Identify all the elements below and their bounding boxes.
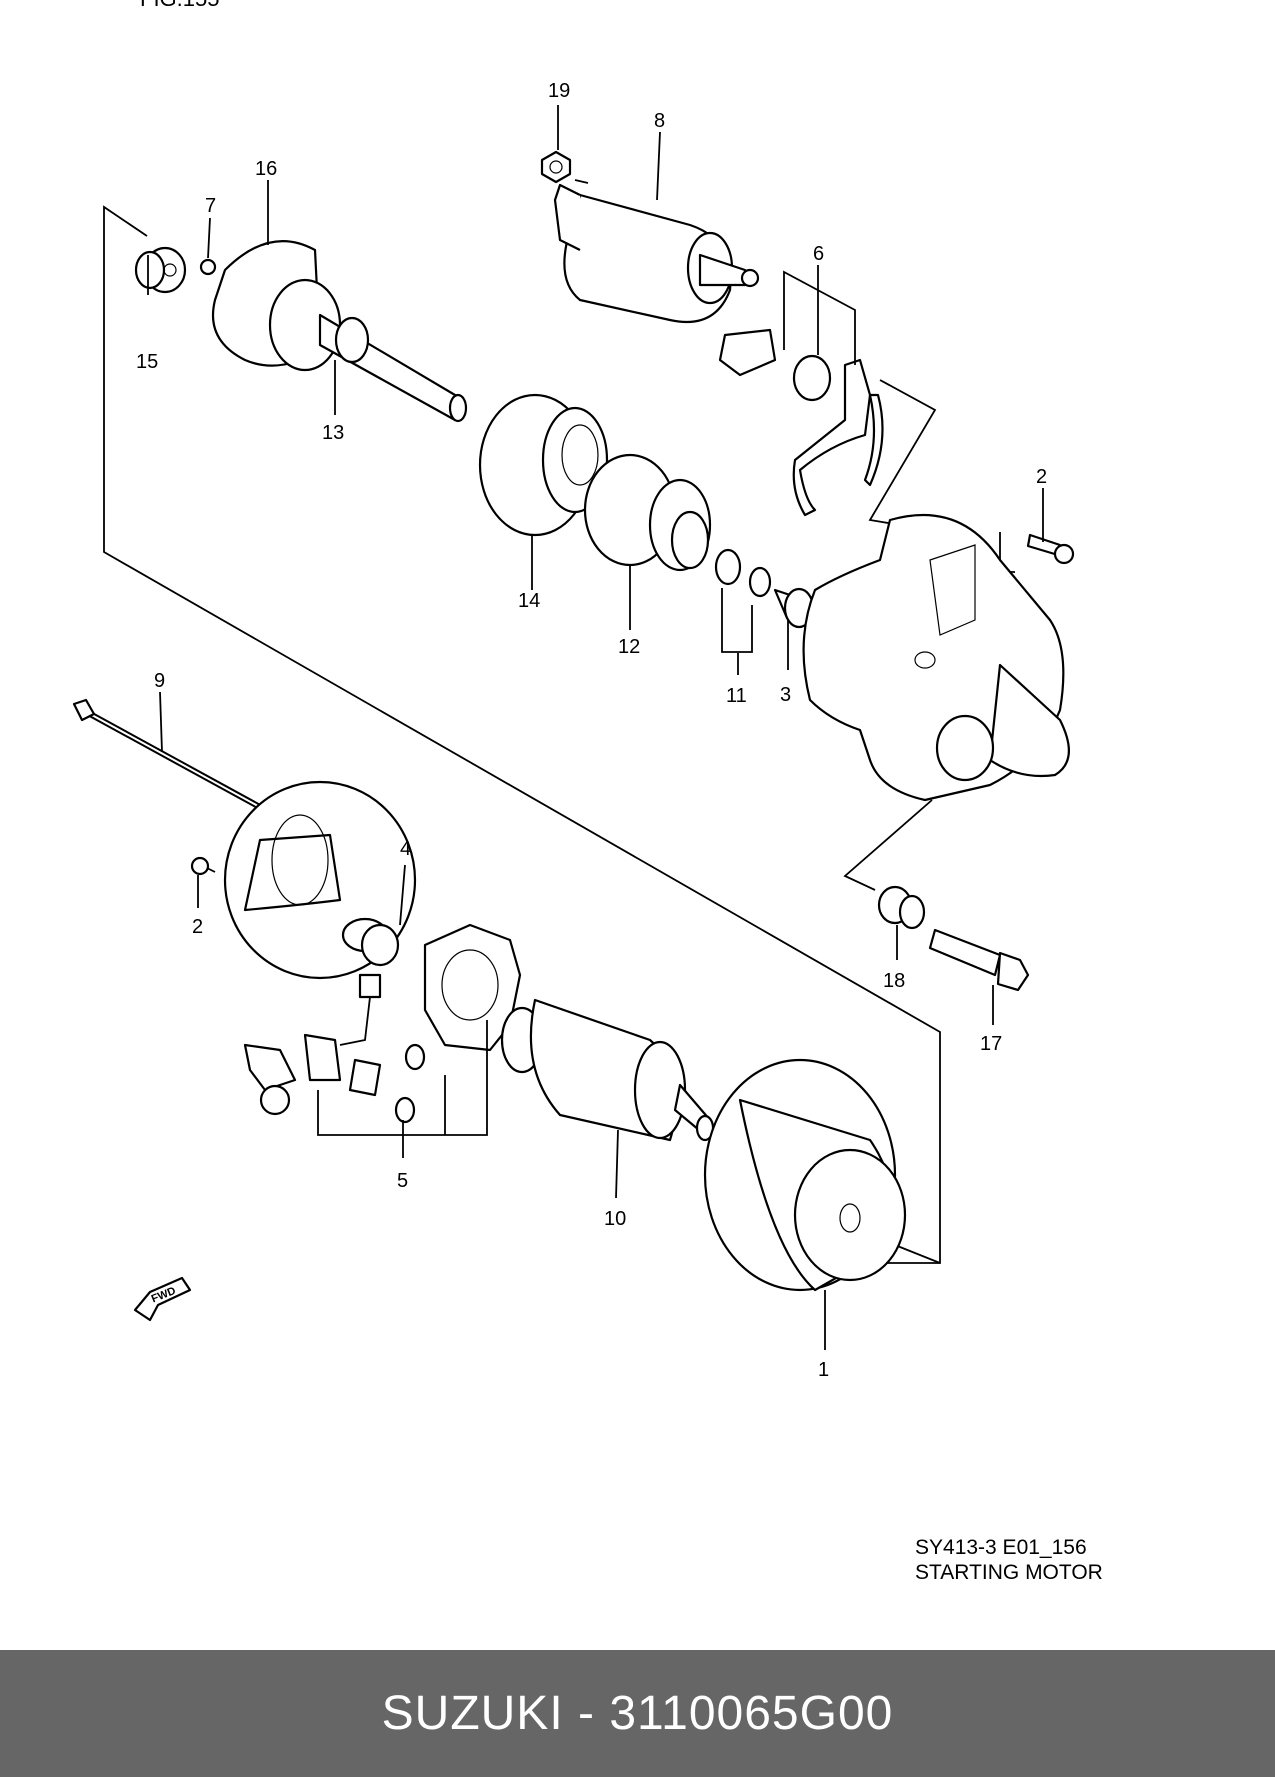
callout-6: 6 xyxy=(813,243,824,265)
callout-14: 14 xyxy=(518,590,540,612)
part-1-yoke[interactable] xyxy=(703,1058,907,1292)
part-7-ball[interactable] xyxy=(199,258,217,276)
part-14-housing[interactable] xyxy=(478,393,609,537)
lever-leader-2 xyxy=(868,379,937,526)
starter-drive-housing[interactable] xyxy=(802,513,1070,802)
callout-2-upper: 2 xyxy=(1036,466,1047,488)
callout-15: 15 xyxy=(136,351,158,373)
exploded-view-drawing: FWD 19 8 1 xyxy=(72,80,1075,1381)
callout-16: 16 xyxy=(255,158,277,180)
callout-labels: 19 8 16 7 6 15 13 2 14 12 11 3 9 4 2 18 … xyxy=(136,80,1047,1381)
callout-leaders xyxy=(147,105,1044,1350)
callout-11: 11 xyxy=(726,685,747,707)
callout-2-lower: 2 xyxy=(192,916,203,938)
diagram-code: SY413-3 E01_156 xyxy=(915,1536,1087,1559)
callout-10: 10 xyxy=(604,1208,626,1230)
part-11-rings[interactable] xyxy=(714,548,772,598)
callout-13: 13 xyxy=(322,422,344,444)
footer-part-number: SUZUKI - 3110065G00 xyxy=(381,1687,894,1740)
part-2-bolt-upper[interactable] xyxy=(1026,533,1075,565)
group-frame-upper xyxy=(103,205,941,1264)
footer-bar: SUZUKI - 3110065G00 xyxy=(0,1650,1275,1777)
lever-leader xyxy=(783,270,856,365)
part-19-nut[interactable] xyxy=(540,150,572,184)
part-10-armature[interactable] xyxy=(500,998,715,1142)
callout-4: 4 xyxy=(400,838,411,860)
callout-19: 19 xyxy=(548,80,570,102)
part-18-bushing[interactable] xyxy=(877,885,926,930)
diagram-title: STARTING MOTOR xyxy=(915,1561,1103,1584)
callout-12: 12 xyxy=(618,636,640,658)
rings-leader xyxy=(721,588,753,653)
header-fragment: FIG.155 xyxy=(140,0,219,12)
part-9-through-bolt[interactable] xyxy=(72,698,260,809)
fwd-arrow-icon: FWD xyxy=(133,1276,192,1322)
part-8-solenoid[interactable] xyxy=(553,179,760,324)
part-13-gear-shaft[interactable] xyxy=(268,278,468,423)
callout-9: 9 xyxy=(154,670,165,692)
part-2-screw-lower[interactable] xyxy=(190,856,216,876)
parts-diagram-canvas: FIG.155 xyxy=(72,0,1103,1585)
part-15-bearing[interactable] xyxy=(134,246,187,294)
callout-17: 17 xyxy=(980,1033,1002,1055)
part-12-clutch[interactable] xyxy=(583,453,712,572)
callout-7: 7 xyxy=(205,195,216,217)
part-5-springs[interactable] xyxy=(394,1043,426,1124)
part-6-drive-lever[interactable] xyxy=(718,328,884,517)
bushing-leader xyxy=(843,799,933,891)
callout-5: 5 xyxy=(397,1170,408,1192)
brush-lead-assembly[interactable] xyxy=(243,973,382,1116)
callout-18: 18 xyxy=(883,970,905,992)
diagram-caption: SY413-3 E01_156 STARTING MOTOR xyxy=(915,1535,1103,1585)
callout-1: 1 xyxy=(818,1359,829,1381)
part-4-bushing[interactable] xyxy=(341,917,400,967)
part-17-bolt[interactable] xyxy=(928,928,1030,992)
callout-8: 8 xyxy=(654,110,665,132)
callout-3: 3 xyxy=(780,684,791,706)
